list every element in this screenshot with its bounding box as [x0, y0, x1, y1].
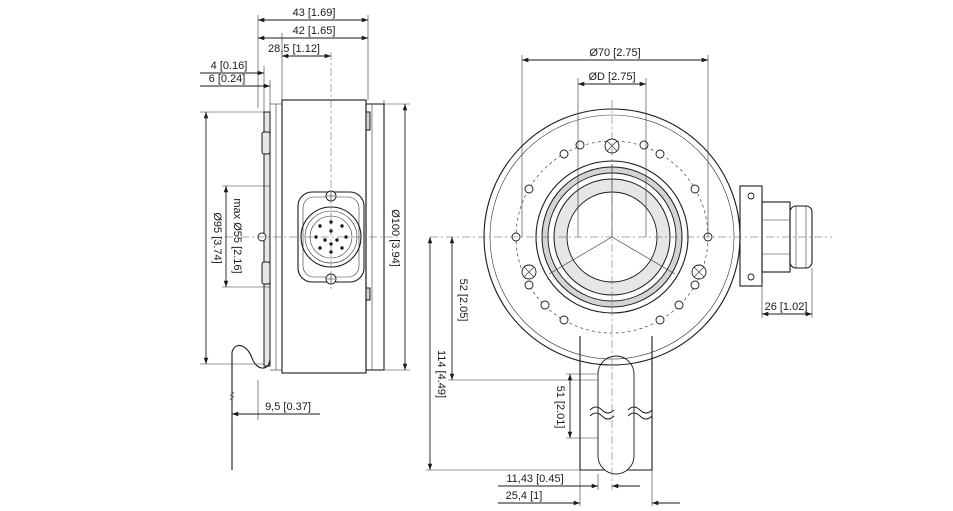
dim-front-25-4: 25,4 [1]	[506, 490, 543, 502]
side-mount-tab-top	[261, 131, 271, 155]
dim-front-dia-d: ØD [2.75]	[588, 71, 635, 83]
side-housing	[281, 99, 367, 374]
dim-side-6: 6 [0.24]	[209, 73, 246, 85]
front-connector-flange	[739, 185, 763, 287]
dim-front-51: 51 [2.01]	[554, 386, 566, 429]
front-bolt-holes	[511, 140, 713, 325]
front-view: Ø70 [2.75] ØD [2.75] 26 [1.02] 52 [2.05]…	[426, 47, 832, 506]
dim-side-9-5: 9,5 [0.37]	[265, 401, 311, 413]
side-cover-notch-top	[365, 111, 371, 131]
front-screw-left	[521, 264, 537, 280]
dim-side-28-5: 28,5 [1.12]	[268, 43, 320, 55]
side-cover-notch-bottom	[365, 287, 371, 301]
front-tether-slot	[597, 355, 635, 475]
dim-front-52: 52 [2.05]	[457, 279, 469, 322]
dim-front-dia-70: Ø70 [2.75]	[589, 47, 640, 59]
side-mount-tab-bottom	[261, 261, 271, 285]
dim-front-26: 26 [1.02]	[765, 301, 808, 313]
dim-side-dia-100: Ø100 [3.94]	[389, 209, 401, 267]
dim-side-4: 4 [0.16]	[211, 60, 248, 72]
dim-side-dia-95: Ø95 [3.74]	[211, 212, 223, 263]
front-screw-right	[691, 264, 707, 280]
side-view: 43 [1.69] 42 [1.65] 28,5 [1.12] 4 [0.16]…	[200, 7, 410, 470]
dim-side-42: 42 [1.65]	[293, 25, 336, 37]
side-tether-spring	[231, 344, 271, 470]
dim-front-11-43: 11,43 [0.45]	[506, 473, 563, 485]
dim-side-43: 43 [1.69]	[293, 7, 336, 19]
dim-side-max-dia-55: max Ø55 [2.16]	[231, 198, 243, 273]
dim-front-114: 114 [4.49]	[435, 350, 447, 398]
